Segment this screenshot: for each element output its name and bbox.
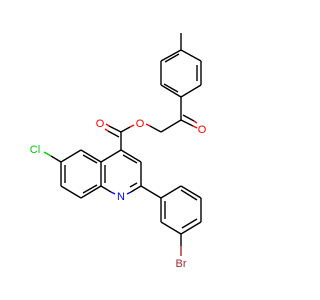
ketone-linker <box>145 97 198 133</box>
bromophenyl-ring <box>140 185 202 256</box>
tolyl-ring <box>160 33 202 98</box>
ketone-oxygen-label: O <box>198 124 207 136</box>
ester-group <box>104 123 135 150</box>
quinoline-core <box>43 149 142 199</box>
molecule-diagram: O O O Cl N Br <box>30 33 207 270</box>
carbonyl-oxygen-label: O <box>96 118 105 130</box>
structure-svg: O O O Cl N Br <box>30 33 207 270</box>
bromine-label: Br <box>176 258 187 270</box>
chlorine-label: Cl <box>30 144 40 156</box>
ester-oxygen-label: O <box>136 118 145 130</box>
nitrogen-label: N <box>117 191 125 203</box>
